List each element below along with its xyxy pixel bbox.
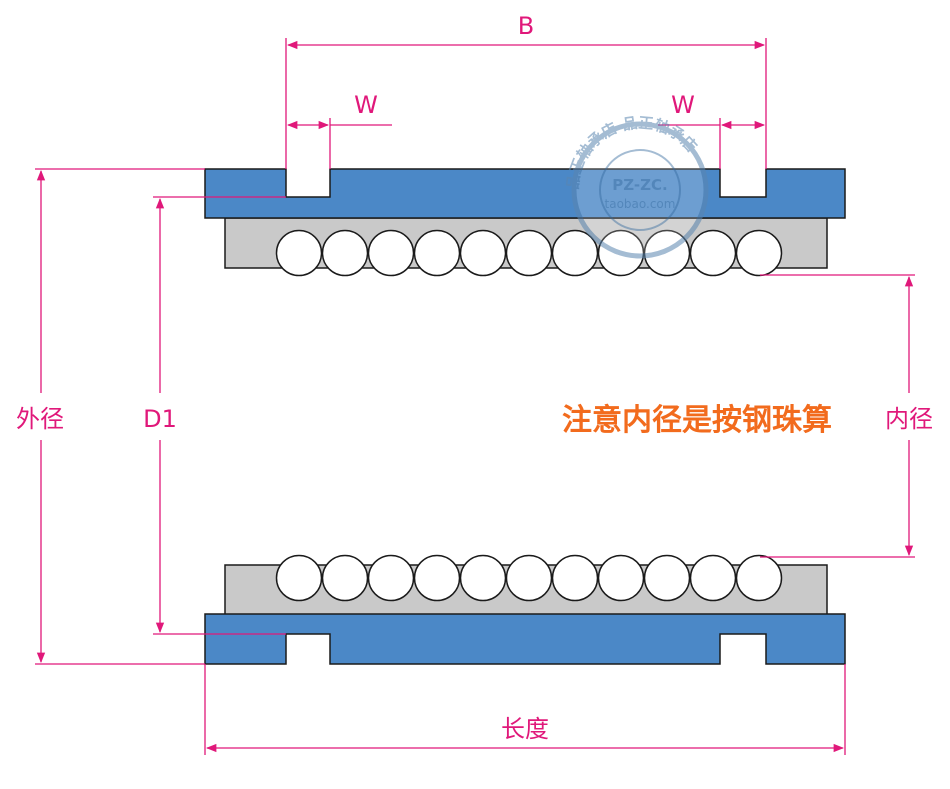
bottom-ball (551, 554, 599, 602)
label-inner-diameter: 内径 (885, 405, 933, 433)
label-W-left: W (354, 91, 378, 119)
watermark-center-bottom: taobao.com (605, 197, 676, 211)
dimension-outer-diameter (35, 168, 205, 665)
dimension-B (285, 38, 767, 169)
dimension-W-right (658, 118, 766, 169)
label-B: B (518, 12, 534, 40)
bottom-ball (367, 554, 415, 602)
top-ball (459, 229, 507, 277)
bottom-ball (735, 554, 783, 602)
top-ball (551, 229, 599, 277)
top-housing (204, 168, 846, 219)
label-W-right: W (671, 91, 695, 119)
bottom-ball (459, 554, 507, 602)
label-D1: D1 (143, 405, 177, 433)
bottom-ball (597, 554, 645, 602)
top-bearing-section (204, 168, 846, 277)
bottom-bearing-section (204, 554, 846, 665)
dimension-W-left (286, 118, 392, 169)
top-ball (321, 229, 369, 277)
top-ball-row (275, 229, 783, 277)
bottom-ball-row (275, 554, 783, 602)
label-outer-diameter: 外径 (16, 405, 64, 433)
label-length: 长度 (501, 715, 549, 743)
top-ball (413, 229, 461, 277)
top-ball (735, 229, 783, 277)
dimension-inner-diameter (760, 274, 915, 558)
inner-diameter-note: 注意内径是按钢珠算 (562, 403, 832, 438)
top-ball (367, 229, 415, 277)
bottom-ball (505, 554, 553, 602)
bottom-ball (643, 554, 691, 602)
bottom-ball (689, 554, 737, 602)
top-ball (275, 229, 323, 277)
bottom-ball (413, 554, 461, 602)
dimension-D1 (153, 196, 286, 635)
dimension-length (204, 664, 846, 755)
watermark-center-top: PZ-ZC. (612, 176, 667, 194)
shop-watermark-stamp: 品正轴承店 品正轴承店 PZ-ZC. taobao.com (564, 114, 709, 259)
top-ball (689, 229, 737, 277)
bottom-housing (204, 613, 846, 665)
bottom-ball (321, 554, 369, 602)
top-ball (505, 229, 553, 277)
bottom-ball (275, 554, 323, 602)
